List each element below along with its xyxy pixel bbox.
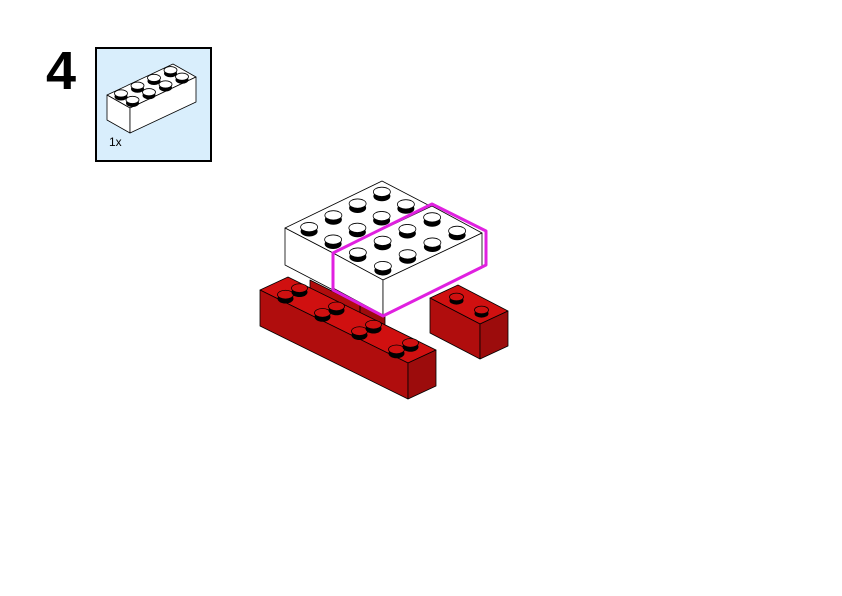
red-brick-left-stud bbox=[402, 338, 419, 348]
red-brick-left-stud bbox=[291, 283, 308, 293]
callout-brick-stud bbox=[158, 80, 173, 89]
callout-brick-stud bbox=[125, 95, 140, 104]
callout-brick-stud bbox=[175, 72, 189, 81]
white-brick-back-stud bbox=[372, 186, 391, 197]
white-brick-new-stud bbox=[398, 249, 417, 260]
callout-brick-stud bbox=[163, 66, 178, 75]
callout-brick-stud bbox=[142, 88, 156, 97]
white-brick-new-stud bbox=[423, 212, 442, 223]
white-brick-back-stud bbox=[300, 222, 319, 233]
callout-brick-stud bbox=[147, 73, 161, 82]
white-brick-back-stud bbox=[348, 198, 367, 209]
white-brick-back-stud bbox=[324, 210, 343, 221]
red-brick-left-stud bbox=[365, 319, 382, 330]
red-brick-left-stud bbox=[388, 344, 405, 355]
red-brick-right-stud bbox=[474, 305, 489, 315]
white-brick-new-stud bbox=[448, 225, 467, 236]
white-brick-back-stud bbox=[372, 211, 391, 222]
white-brick-new-stud bbox=[398, 224, 417, 235]
callout-brick-stud bbox=[130, 81, 145, 90]
new-part-highlight bbox=[331, 202, 488, 318]
white-brick-new-stud bbox=[348, 247, 367, 258]
red-brick-right-side bbox=[479, 310, 509, 360]
white-brick-new-stud bbox=[373, 235, 392, 246]
part-quantity: 1x bbox=[109, 135, 122, 149]
red-brick-left-stud bbox=[328, 301, 345, 312]
white-brick-new-stud bbox=[373, 261, 392, 272]
white-brick-back-stud bbox=[396, 199, 415, 210]
red-brick-left-stud bbox=[314, 308, 331, 318]
white-brick-back-stud bbox=[348, 222, 367, 233]
red-brick-left-side bbox=[407, 349, 437, 400]
white-brick-new-stud bbox=[423, 237, 442, 248]
red-brick-left-stud bbox=[351, 326, 368, 336]
red-brick-right-stud bbox=[449, 292, 464, 302]
step-number: 4 bbox=[46, 41, 77, 101]
callout-brick-side bbox=[129, 76, 197, 134]
white-brick-back-stud bbox=[324, 234, 343, 245]
callout-brick-stud bbox=[114, 89, 128, 98]
red-brick-left-stud bbox=[277, 289, 294, 300]
